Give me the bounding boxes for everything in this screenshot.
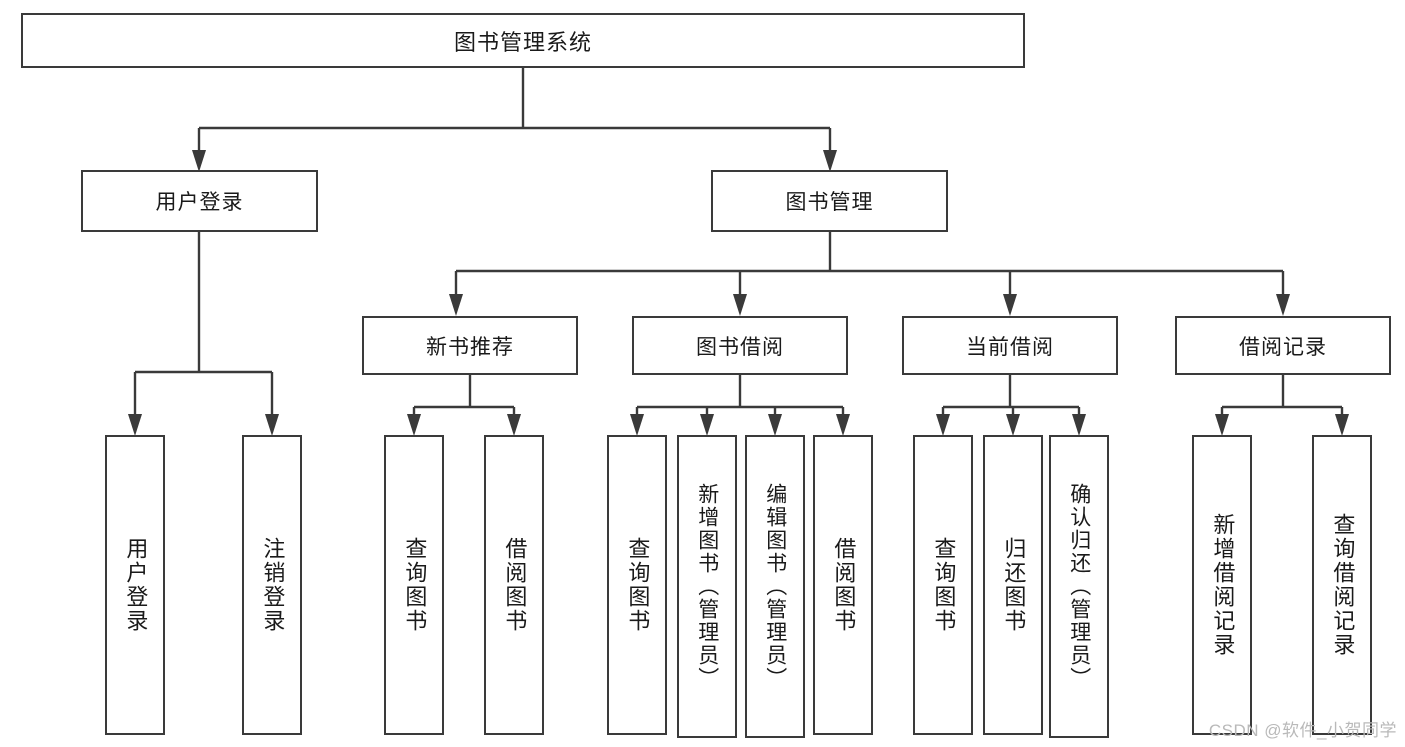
leaf-book-borrow-query-book[interactable]: 查询图书 (607, 435, 667, 735)
leaf-new-book-borrow-book[interactable]: 借阅图书 (484, 435, 544, 735)
node-book-borrowing[interactable]: 图书借阅 (632, 316, 848, 375)
leaf-user-login-login[interactable]: 用户登录 (105, 435, 165, 735)
leaf-user-login-logout[interactable]: 注销登录 (242, 435, 302, 735)
node-label: 借阅记录 (1239, 335, 1327, 359)
leaf-label: 确认归还（管理员） (1067, 483, 1091, 690)
leaf-current-borrow-return-book[interactable]: 归还图书 (983, 435, 1043, 735)
node-current-borrowing[interactable]: 当前借阅 (902, 316, 1118, 375)
leaf-label: 查询图书 (931, 537, 957, 633)
node-label: 图书管理 (785, 191, 874, 214)
leaf-label: 查询图书 (625, 537, 651, 633)
node-label: 图书管理系统 (453, 29, 592, 55)
leaf-current-borrow-confirm-return-admin[interactable]: 确认归还（管理员） (1049, 435, 1109, 738)
node-label: 图书借阅 (696, 335, 784, 359)
leaf-label: 注销登录 (260, 537, 286, 633)
node-label: 新书推荐 (426, 335, 514, 359)
node-root-book-management-system[interactable]: 图书管理系统 (21, 13, 1025, 68)
node-borrowing-record[interactable]: 借阅记录 (1175, 316, 1391, 375)
node-user-login[interactable]: 用户登录 (81, 170, 318, 232)
leaf-label: 查询借阅记录 (1330, 513, 1356, 657)
leaf-current-borrow-query-book[interactable]: 查询图书 (913, 435, 973, 735)
node-new-book-recommendation[interactable]: 新书推荐 (362, 316, 578, 375)
leaf-label: 借阅图书 (831, 537, 857, 633)
leaf-label: 新增借阅记录 (1210, 513, 1236, 657)
leaf-label: 借阅图书 (502, 537, 528, 633)
node-book-management[interactable]: 图书管理 (711, 170, 948, 232)
leaf-label: 归还图书 (1001, 537, 1027, 633)
leaf-label: 用户登录 (123, 537, 149, 633)
leaf-borrow-record-add-record[interactable]: 新增借阅记录 (1192, 435, 1252, 735)
csdn-watermark: CSDN @软件_小贺同学 (1208, 721, 1397, 740)
leaf-label: 编辑图书（管理员） (763, 483, 787, 690)
node-label: 当前借阅 (966, 335, 1054, 359)
node-label: 用户登录 (155, 191, 244, 214)
leaf-new-book-query-book[interactable]: 查询图书 (384, 435, 444, 735)
leaf-label: 新增图书（管理员） (695, 483, 719, 690)
leaf-borrow-record-query-record[interactable]: 查询借阅记录 (1312, 435, 1372, 735)
leaf-book-borrow-borrow-book[interactable]: 借阅图书 (813, 435, 873, 735)
leaf-label: 查询图书 (402, 537, 428, 633)
leaf-book-borrow-add-book-admin[interactable]: 新增图书（管理员） (677, 435, 737, 738)
leaf-book-borrow-edit-book-admin[interactable]: 编辑图书（管理员） (745, 435, 805, 738)
